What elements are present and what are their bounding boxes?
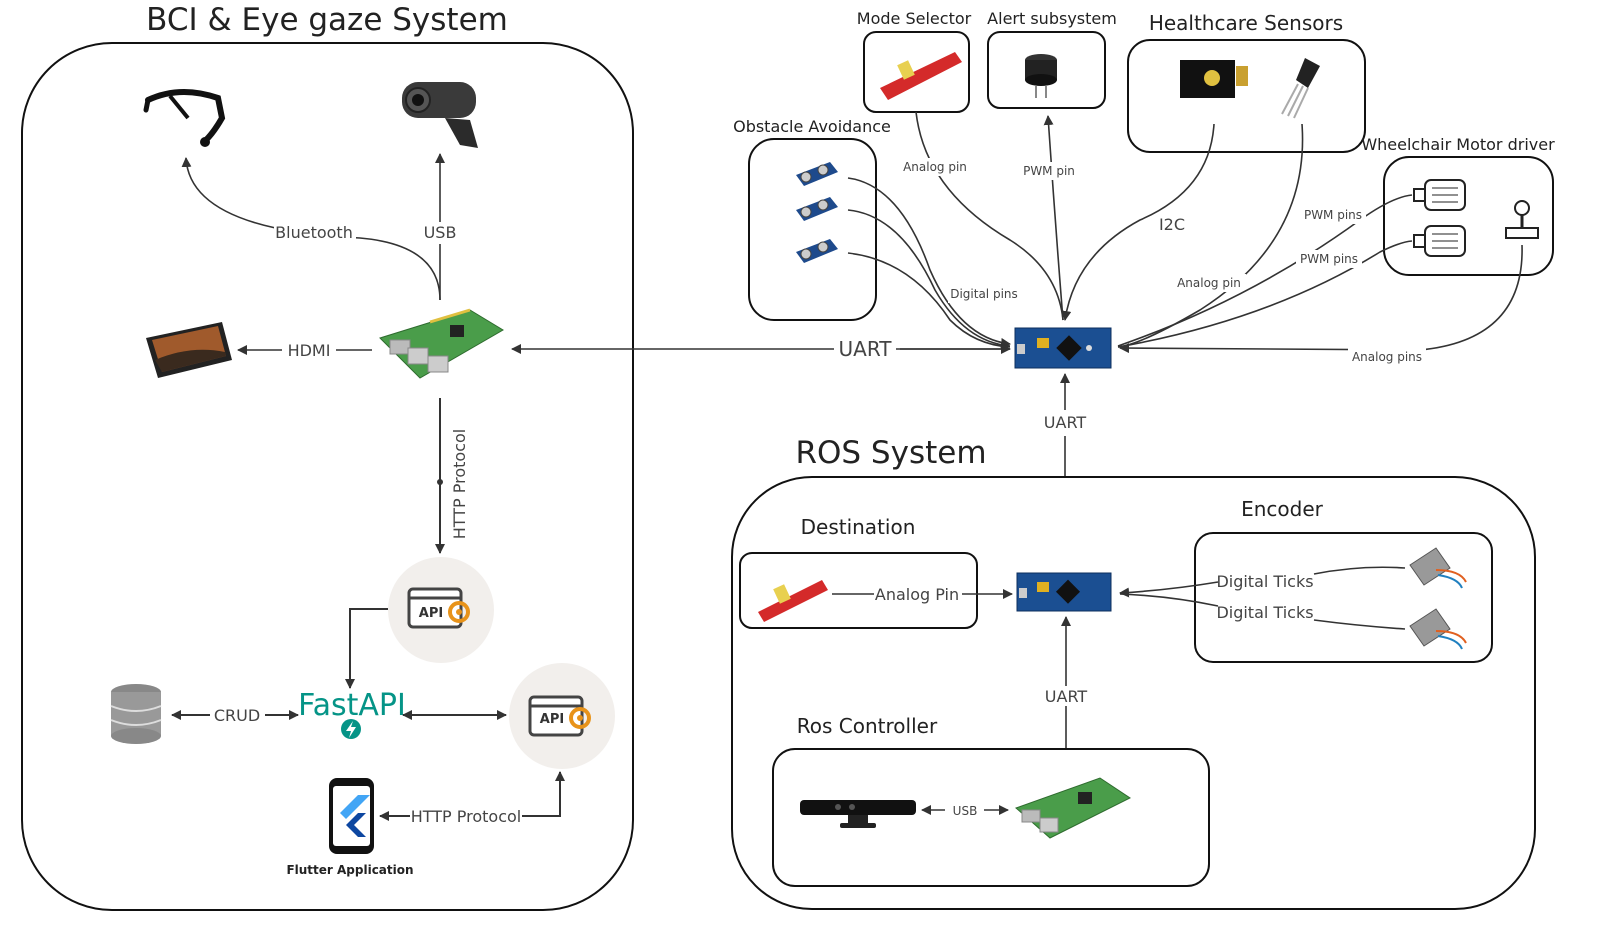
obstacle-avoidance-box [748, 138, 877, 321]
display-screen-icon [146, 322, 232, 378]
pwm-pins-label-2: PWM pins [1300, 252, 1358, 266]
eeg-headset-icon [143, 88, 226, 147]
pwm-pin-label: PWM pin [1023, 164, 1075, 178]
http-protocol-label: HTTP Protocol [411, 807, 522, 826]
healthcare-sensors-box [1127, 39, 1366, 153]
slide-potentiometer-icon-destination [758, 580, 828, 622]
pwm-pins-wire-2 [1117, 240, 1413, 348]
mode-selector-wire [915, 111, 1064, 321]
obstacle-avoidance-title: Obstacle Avoidance [733, 117, 891, 136]
analog-pins-label: Analog pins [1352, 350, 1422, 364]
uart-center-label: UART [1044, 413, 1087, 432]
encoder-wire-2b [1119, 593, 1219, 607]
i2c-label: I2C [1159, 215, 1185, 234]
wheelchair-motor-driver-title: Wheelchair Motor driver [1361, 135, 1555, 154]
ros-usb-label: USB [953, 804, 978, 818]
ros-system-title: ROS System [795, 435, 986, 471]
webcam-icon [402, 82, 478, 148]
analog-pins-wire [1119, 244, 1523, 354]
api-service-icon-bottom: API [509, 663, 615, 769]
http-protocol-vertical-label: HTTP Protocol [450, 429, 469, 540]
flutter-app-label: Flutter Application [286, 863, 413, 877]
bci-system-title: BCI & Eye gaze System [146, 2, 508, 38]
encoder-motor-icon-1 [1409, 547, 1467, 589]
buzzer-icon [1025, 54, 1057, 98]
ros-controller-box [772, 748, 1210, 887]
bci-eye-gaze-group: BCI & Eye gaze System [21, 2, 634, 911]
obstacle-wire-2 [847, 209, 1011, 347]
encoder-box [1194, 532, 1493, 663]
ros-uart-label: UART [1045, 687, 1088, 706]
analog-pin-healthcare-wire [1117, 123, 1304, 348]
destination-title: Destination [801, 515, 916, 539]
encoder-wire-1a [1313, 566, 1406, 575]
fastapi-bolt-icon [341, 719, 361, 739]
ultrasonic-sensor-icon-2 [796, 197, 838, 221]
motor-icon-2 [1413, 225, 1466, 257]
pwm-pin-wire [1043, 115, 1064, 321]
encoder-title: Encoder [1241, 497, 1324, 521]
ultrasonic-sensor-icon-1 [796, 162, 838, 186]
encoder-wire-1b [1119, 581, 1219, 598]
encoder-wire-2a [1313, 619, 1406, 630]
motor-icon-1 [1413, 179, 1466, 211]
kinect-sensor-icon [800, 800, 916, 828]
encoder-motor-icon-2 [1409, 608, 1467, 650]
slide-potentiometer-icon-mode [880, 52, 962, 100]
usb-label: USB [424, 223, 457, 242]
ultrasonic-sensor-icon-3 [796, 239, 838, 263]
bci-system-container [21, 42, 634, 911]
digital-ticks-label-2: Digital Ticks [1216, 603, 1313, 622]
i2c-wire [1061, 123, 1215, 321]
mode-selector-title: Mode Selector [857, 9, 972, 28]
digital-pins-label: Digital pins [950, 287, 1018, 301]
analog-pin-ros-label: Analog Pin [875, 585, 959, 604]
joystick-icon [1505, 200, 1539, 239]
uart-left-label: UART [839, 337, 893, 361]
flutter-phone-icon [329, 778, 374, 854]
ros-controller-title: Ros Controller [797, 714, 938, 738]
healthcare-sensors-title: Healthcare Sensors [1149, 11, 1343, 35]
api-to-fastapi-link [345, 608, 388, 689]
temperature-sensor-icon [1281, 58, 1320, 119]
obstacle-wire-3 [847, 252, 1011, 348]
obstacle-wire-1 [847, 177, 1011, 348]
wheelchair-motor-driver-box [1383, 156, 1554, 276]
api-badge-top: API [419, 606, 443, 621]
pwm-pins-label-1: PWM pins [1304, 208, 1362, 222]
pulse-sensor-icon [1180, 60, 1248, 98]
analog-pin-healthcare-label: Analog pin [1177, 276, 1241, 290]
alert-subsystem-title: Alert subsystem [987, 9, 1117, 28]
bluetooth-label: Bluetooth [275, 223, 353, 242]
analog-pin-label: Analog pin [903, 160, 967, 174]
hdmi-label: HDMI [288, 341, 331, 360]
destination-box [739, 552, 978, 629]
api-badge-bottom: API [540, 712, 564, 727]
microcontroller-main-icon [1014, 327, 1112, 369]
database-icon [110, 684, 162, 744]
microcontroller-ros-icon [1016, 572, 1112, 612]
raspberry-pi-icon [379, 308, 504, 379]
raspberry-pi-ros-icon [1015, 777, 1131, 839]
digital-ticks-label-1: Digital Ticks [1216, 572, 1313, 591]
http-link-to-api [522, 771, 565, 817]
api-service-icon-top: API [388, 557, 494, 663]
crud-label: CRUD [214, 706, 260, 725]
fastapi-logo-text: FastAPI [298, 688, 406, 723]
